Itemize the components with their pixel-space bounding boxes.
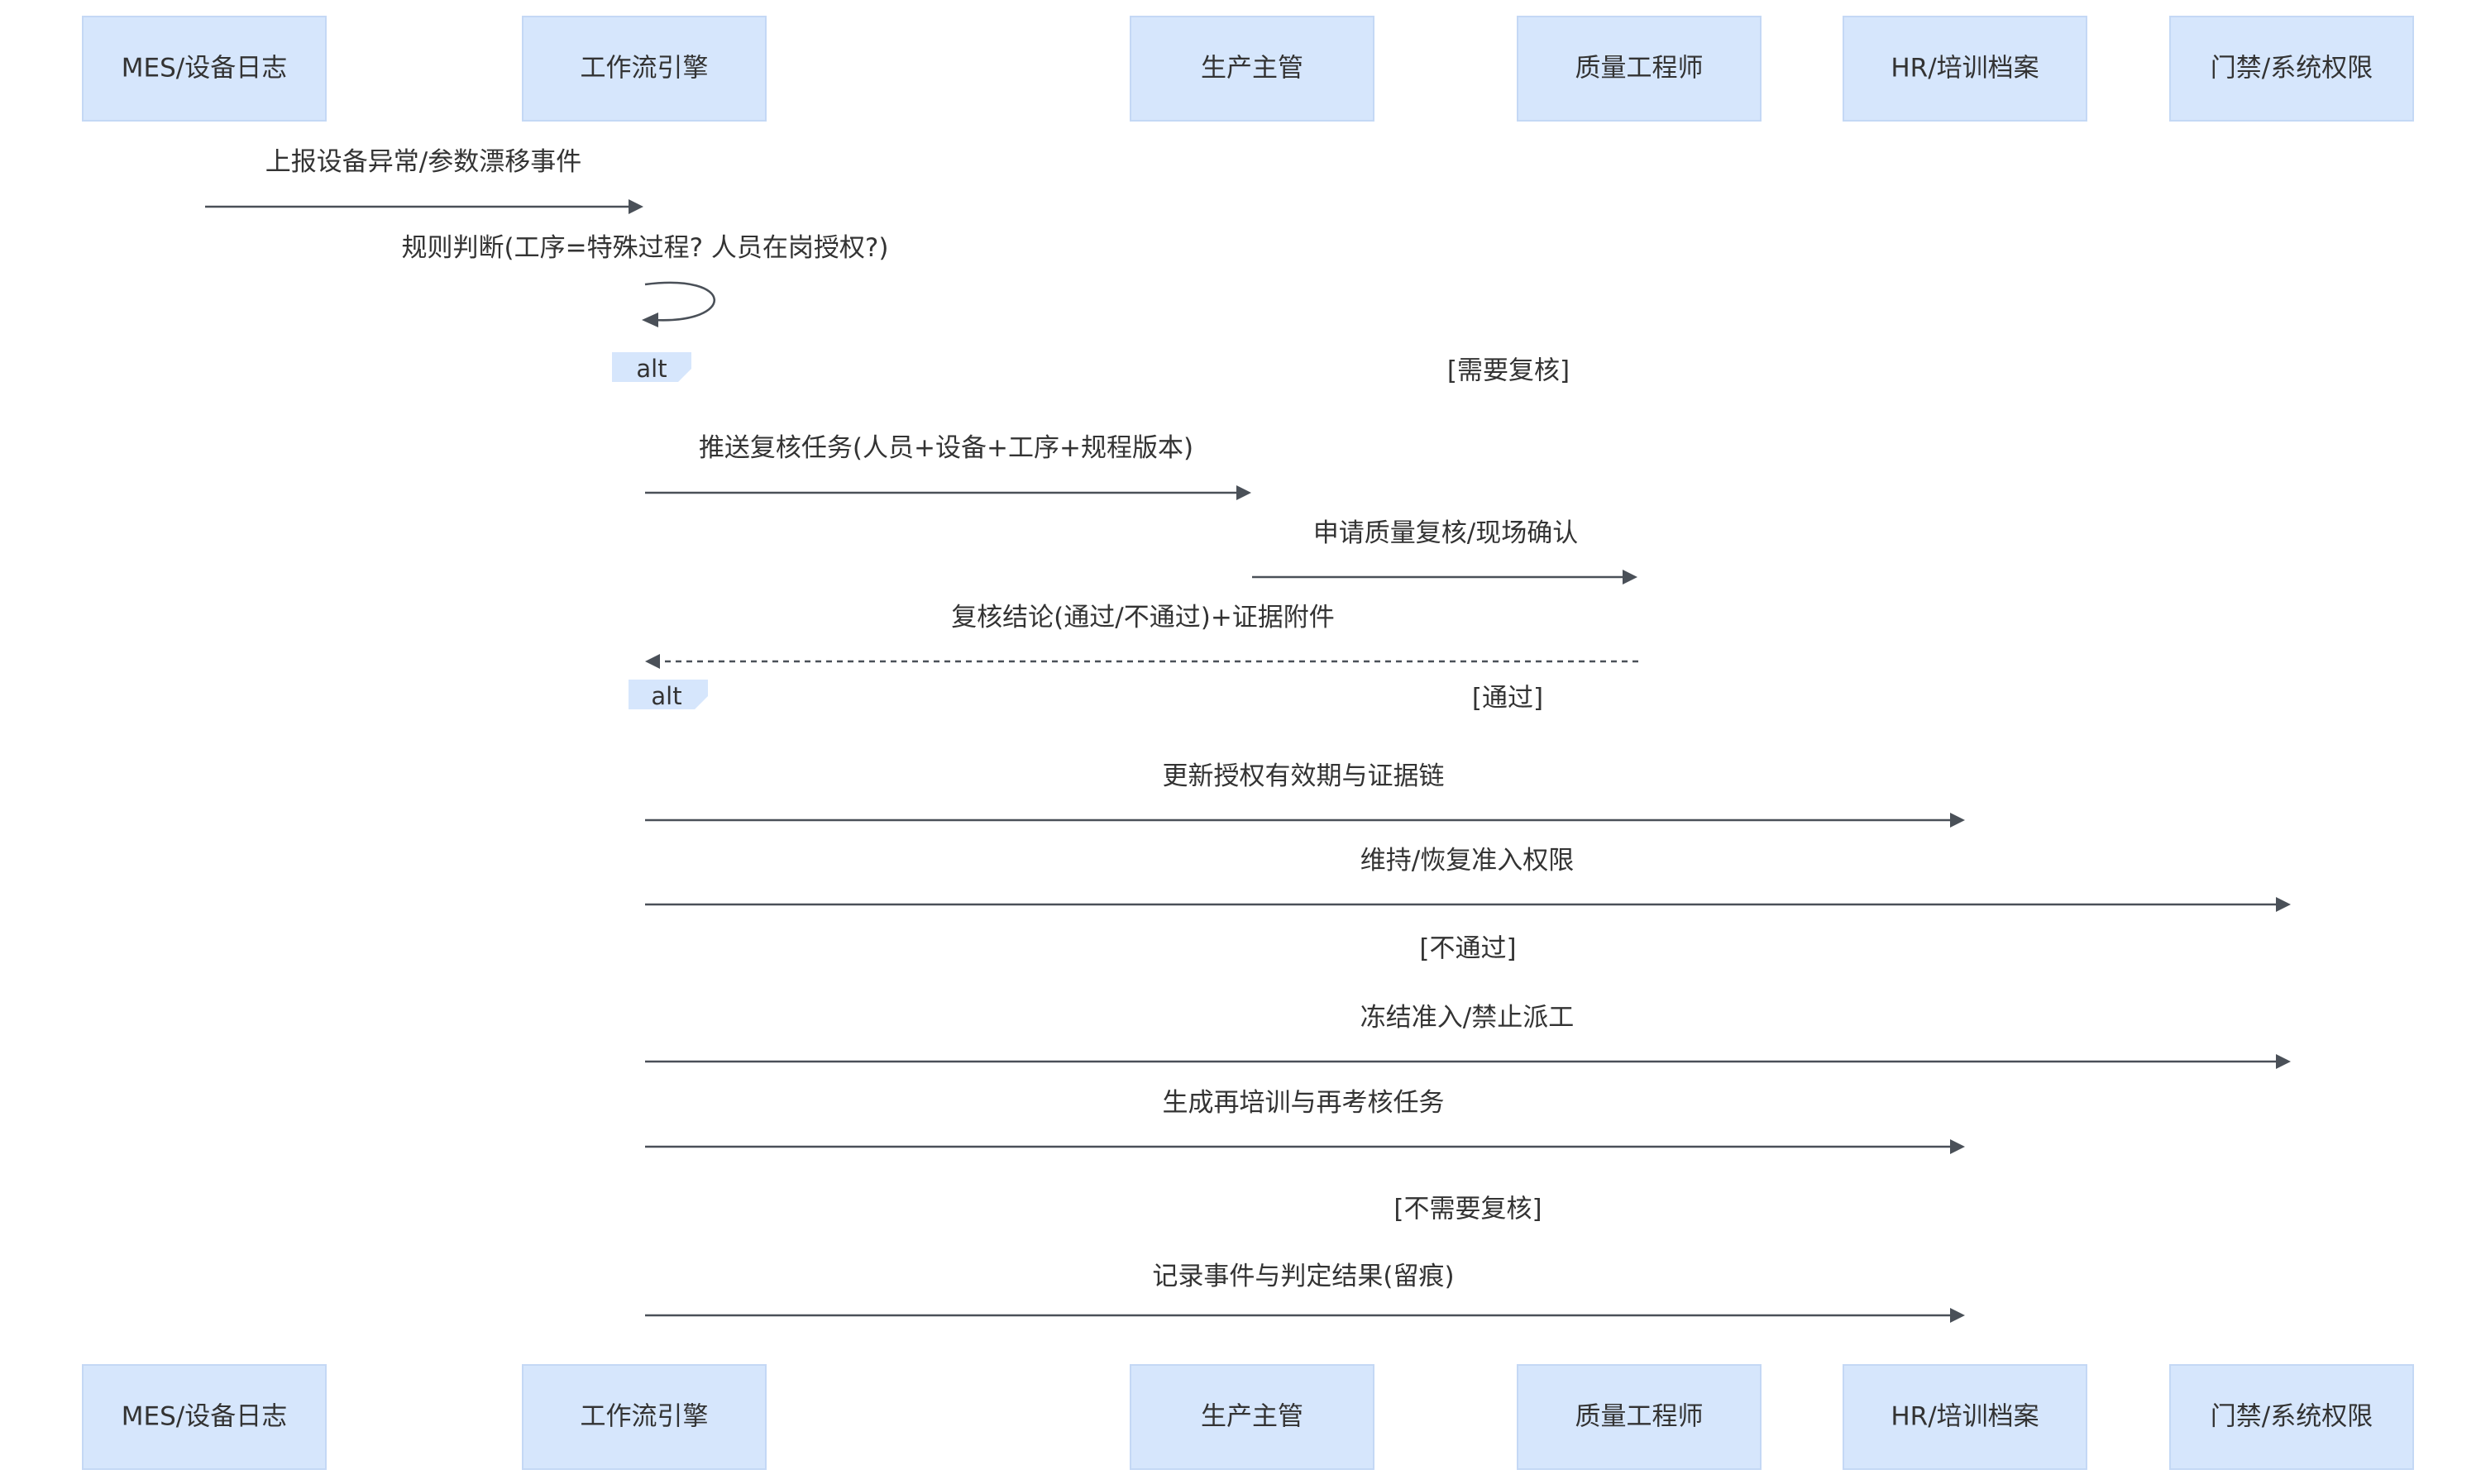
- actor-qe-label-bottom: 质量工程师: [1575, 1402, 1704, 1432]
- actor-qe-label: 质量工程师: [1575, 54, 1704, 84]
- arrowhead-7: [2276, 897, 2291, 912]
- actor-mes-label: MES/设备日志: [122, 54, 287, 84]
- actor-hr-label-bottom: HR/培训档案: [1891, 1402, 2039, 1432]
- arrowhead-9: [1950, 1139, 1965, 1154]
- actor-qe-bottom: 质量工程师: [1517, 1364, 1762, 1470]
- actor-wf-label: 工作流引擎: [581, 54, 709, 84]
- guard-need-review: [需要复核]: [1447, 356, 1570, 386]
- message-label-8: 冻结准入/禁止派工: [1360, 1003, 1574, 1033]
- message-label-5: 复核结论(通过/不通过)+证据附件: [951, 603, 1335, 632]
- arrowhead-2: [642, 313, 658, 327]
- message-label-7: 维持/恢复准入权限: [1360, 846, 1574, 876]
- actor-acl-label-bottom: 门禁/系统权限: [2211, 1402, 2373, 1432]
- arrowhead-6: [1950, 813, 1965, 828]
- actor-mes-top: MES/设备日志: [82, 16, 327, 122]
- message-label-1: 上报设备异常/参数漂移事件: [265, 147, 581, 177]
- message-label-2: 规则判断(工序=特殊过程? 人员在岗授权?): [402, 233, 889, 263]
- actor-hr-top: HR/培训档案: [1843, 16, 2087, 122]
- actor-mes-bottom: MES/设备日志: [82, 1364, 327, 1470]
- actor-prod-label-bottom: 生产主管: [1201, 1402, 1303, 1432]
- message-label-10: 记录事件与判定结果(留痕): [1152, 1262, 1454, 1291]
- actor-mes-label-bottom: MES/设备日志: [122, 1402, 287, 1432]
- alt-label-inner: alt: [651, 682, 681, 710]
- arrowhead-10: [1950, 1308, 1965, 1323]
- message-label-9: 生成再培训与再考核任务: [1163, 1088, 1445, 1118]
- alt-fragment-tag-inner: [629, 680, 708, 709]
- message-label-3: 推送复核任务(人员+设备+工序+规程版本): [699, 433, 1193, 463]
- arrowhead-5: [645, 654, 660, 669]
- message-label-4: 申请质量复核/现场确认: [1313, 518, 1578, 548]
- actor-hr-bottom: HR/培训档案: [1843, 1364, 2087, 1470]
- arrowhead-1: [629, 199, 643, 214]
- arrowhead-8: [2276, 1054, 2291, 1069]
- guard-fail: [不通过]: [1419, 934, 1516, 964]
- actor-acl-label: 门禁/系统权限: [2211, 54, 2373, 84]
- message-arrow-self: [644, 281, 715, 322]
- actor-wf-top: 工作流引擎: [522, 16, 767, 122]
- actor-hr-label: HR/培训档案: [1891, 54, 2039, 84]
- actor-prod-label: 生产主管: [1201, 54, 1303, 84]
- actor-acl-top: 门禁/系统权限: [2169, 16, 2414, 122]
- guard-no-review: [不需要复核]: [1393, 1195, 1542, 1224]
- actor-wf-bottom: 工作流引擎: [522, 1364, 767, 1470]
- alt-fragment-tag-outer: [612, 352, 691, 382]
- alt-label-outer: alt: [636, 355, 667, 383]
- actor-acl-bottom: 门禁/系统权限: [2169, 1364, 2414, 1470]
- arrowhead-3: [1236, 485, 1251, 500]
- message-label-6: 更新授权有效期与证据链: [1163, 761, 1445, 791]
- arrowhead-4: [1623, 570, 1637, 585]
- actor-prod-top: 生产主管: [1130, 16, 1374, 122]
- actor-qe-top: 质量工程师: [1517, 16, 1762, 122]
- actor-wf-label-bottom: 工作流引擎: [581, 1402, 709, 1432]
- guard-pass: [通过]: [1472, 684, 1543, 713]
- actor-prod-bottom: 生产主管: [1130, 1364, 1374, 1470]
